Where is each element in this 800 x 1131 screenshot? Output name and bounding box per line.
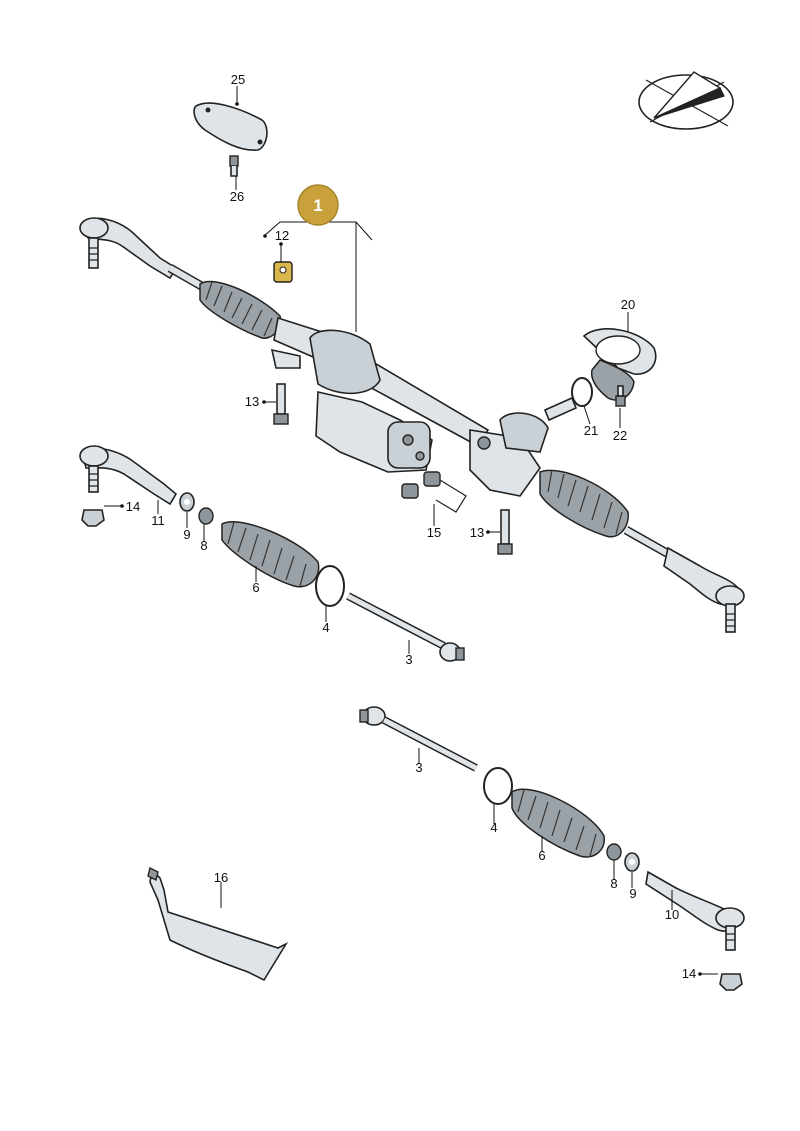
part-label-11: 11 xyxy=(151,513,165,528)
part-label-14-upper: 14 xyxy=(126,499,140,514)
lock-nut-9-right xyxy=(624,852,640,872)
part-label-10: 10 xyxy=(665,907,679,922)
part-label-8-upper: 8 xyxy=(200,538,207,553)
nut-14-left xyxy=(81,509,105,527)
part-label-13-upper: 13 xyxy=(245,394,259,409)
part-label-21: 21 xyxy=(584,423,598,438)
part-label-16: 16 xyxy=(214,870,228,885)
clamp-4-left xyxy=(315,565,345,607)
part-label-3-upper: 3 xyxy=(405,652,412,667)
part-label-22: 22 xyxy=(613,428,627,443)
tie-rod-end-left-11 xyxy=(79,445,178,506)
part-label-20: 20 xyxy=(621,297,635,312)
clamp-4-right xyxy=(483,767,513,805)
o-ring-21 xyxy=(571,377,593,407)
part-label-9-upper: 9 xyxy=(183,527,190,542)
grease-tube-16 xyxy=(147,866,289,982)
part-label-14-lower: 14 xyxy=(682,966,696,981)
inner-tie-rod-3-left xyxy=(346,592,465,662)
bolt-13-left xyxy=(273,383,289,425)
part-label-13-lower: 13 xyxy=(470,525,484,540)
assembly-callout: 1 xyxy=(297,184,339,226)
screw-22 xyxy=(615,385,626,407)
part-label-26: 26 xyxy=(230,189,244,204)
bolt-13-right xyxy=(497,509,513,555)
part-label-9-lower: 9 xyxy=(629,886,636,901)
pinion-seal-20 xyxy=(582,328,657,401)
tie-rod-end-right-10 xyxy=(645,870,745,951)
inner-tie-rod-3-right xyxy=(359,706,478,772)
leader-lines xyxy=(104,86,718,975)
nut-12 xyxy=(273,261,293,283)
part-label-6-lower: 6 xyxy=(538,848,545,863)
leader-dots xyxy=(120,102,702,976)
part-label-6-upper: 6 xyxy=(252,580,259,595)
lock-nut-9-left xyxy=(179,492,195,512)
screw-26 xyxy=(229,155,239,177)
part-label-12: 12 xyxy=(275,228,289,243)
boot-6-left xyxy=(221,521,320,588)
part-number-labels: 25 26 12 20 13 21 22 14 11 9 8 15 13 6 4… xyxy=(126,72,696,981)
clip-8-right xyxy=(606,843,622,861)
nut-14-right xyxy=(719,973,743,991)
part-label-15: 15 xyxy=(427,525,441,540)
part-label-4-lower: 4 xyxy=(490,820,497,835)
vehicle-orientation-icon xyxy=(638,71,734,130)
part-label-4-upper: 4 xyxy=(322,620,329,635)
wiring-connector-15 xyxy=(401,471,467,513)
boot-6-right xyxy=(511,788,605,858)
part-label-3-lower: 3 xyxy=(415,760,422,775)
callout-label: 1 xyxy=(313,196,322,215)
cover-plate xyxy=(193,102,268,151)
steering-rack-assembly xyxy=(79,217,745,633)
clip-8-left xyxy=(198,507,214,525)
part-label-25: 25 xyxy=(231,72,245,87)
part-label-8-lower: 8 xyxy=(610,876,617,891)
